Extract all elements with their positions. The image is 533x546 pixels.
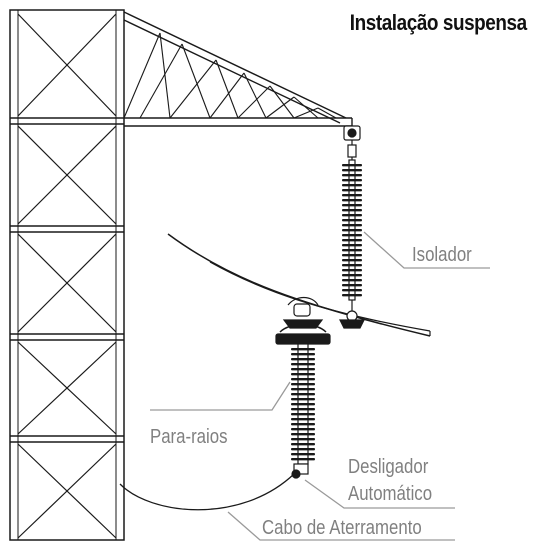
insulator-shed	[342, 224, 362, 227]
insulator-shed	[291, 373, 315, 376]
insulator-shed	[342, 264, 362, 267]
insulator-shed	[342, 289, 362, 292]
overhead-conductor	[167, 233, 431, 337]
label-automatico: Automático	[348, 483, 433, 505]
insulator-shed	[342, 269, 362, 272]
insulator-shed	[342, 254, 362, 257]
insulator-shed	[291, 403, 315, 406]
insulator-shed	[342, 184, 362, 187]
page-title: Instalação suspensa	[350, 10, 527, 35]
leader-lines	[150, 231, 490, 541]
insulator-shed	[342, 169, 362, 172]
insulator-shed	[342, 229, 362, 232]
label-isolador: Isolador	[412, 244, 472, 266]
insulator-shed	[291, 353, 315, 356]
insulator-shed	[291, 388, 315, 391]
insulator-shed	[342, 244, 362, 247]
insulator-shed	[291, 393, 315, 396]
insulator-shed	[291, 423, 315, 426]
insulator-shed	[342, 279, 362, 282]
insulator-shed	[342, 284, 362, 287]
insulator-shed	[291, 368, 315, 371]
insulator-shed	[291, 433, 315, 436]
insulator-shed	[342, 174, 362, 177]
label-desligador: Desligador	[348, 456, 429, 478]
insulator-shed	[342, 239, 362, 242]
lattice-tower	[9, 9, 125, 541]
insulator-shed	[342, 249, 362, 252]
insulator-shed	[291, 383, 315, 386]
insulator-shed	[291, 438, 315, 441]
surge-arrester	[275, 296, 331, 479]
label-para-raios: Para-raios	[150, 426, 228, 448]
insulator-shed	[291, 458, 315, 461]
insulator-shed	[342, 259, 362, 262]
insulator-shed	[342, 219, 362, 222]
insulator-shed	[342, 214, 362, 217]
insulator-shed	[291, 443, 315, 446]
insulator-shed	[291, 453, 315, 456]
insulator-shed	[291, 428, 315, 431]
insulator-shed	[291, 413, 315, 416]
insulator-shed	[291, 363, 315, 366]
insulator-shed	[342, 164, 362, 167]
insulator-shed	[342, 274, 362, 277]
insulator-shed	[291, 348, 315, 351]
insulator-shed	[291, 448, 315, 451]
label-cabo-aterramento: Cabo de Aterramento	[262, 517, 422, 539]
insulator-shed	[342, 234, 362, 237]
suspension-insulator	[339, 125, 365, 329]
insulator-shed	[342, 189, 362, 192]
insulator-shed	[291, 408, 315, 411]
insulator-shed	[342, 194, 362, 197]
insulator-shed	[291, 418, 315, 421]
insulator-shed	[342, 204, 362, 207]
insulator-shed	[342, 294, 362, 297]
insulator-shed	[291, 398, 315, 401]
insulator-shed	[291, 378, 315, 381]
insulator-shed	[342, 209, 362, 212]
insulator-shed	[291, 358, 315, 361]
cantilever-truss-arm	[123, 11, 353, 127]
insulator-shed	[342, 179, 362, 182]
ground-cable	[119, 473, 295, 511]
insulator-shed	[342, 199, 362, 202]
